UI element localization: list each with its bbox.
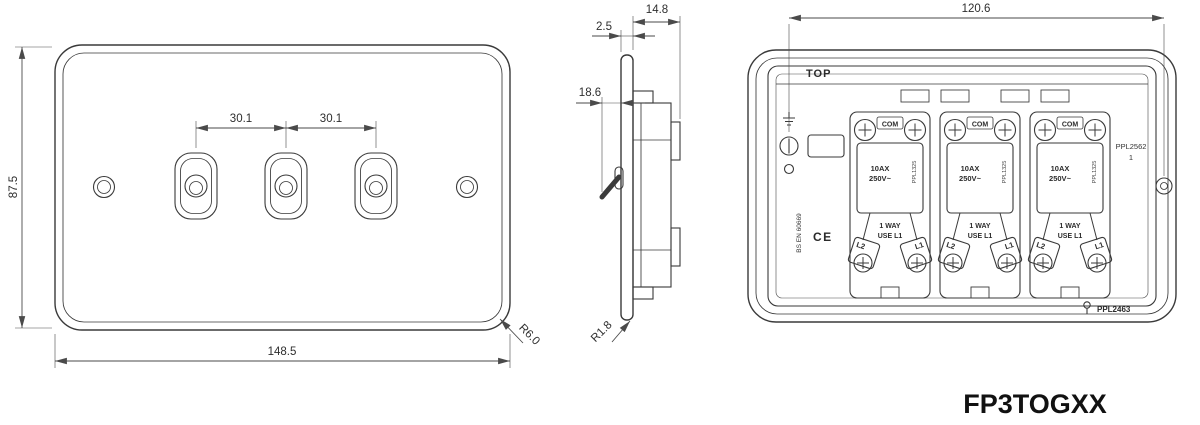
- terminal-l2-label: L2: [1035, 240, 1046, 251]
- terminal-l2-label: L2: [855, 240, 866, 251]
- mounting-slots: [900, 89, 1070, 103]
- earth-terminal-screw: [779, 136, 799, 156]
- side-view: 14.8 2.5 18.6 R1.8: [576, 4, 681, 345]
- part-code-label: PPL2562: [1116, 142, 1147, 151]
- switch-mechanism-3: [1027, 111, 1113, 299]
- mechanism-profile: [632, 90, 681, 300]
- dim-plate-height: 87.5: [8, 46, 52, 329]
- dim-fixing-centres: 120.6: [788, 3, 1165, 176]
- faceplate-outline: [54, 44, 511, 331]
- rating-line2: 250V~: [959, 174, 982, 183]
- front-view: 87.5 30.1 30.1 148.5 R6.0: [8, 44, 542, 368]
- terminal-l1-label: L1: [1094, 240, 1105, 251]
- rating-line2: 250V~: [869, 174, 892, 183]
- usage-line1: 1 WAY: [879, 223, 900, 230]
- toggle-switch-3: [354, 152, 398, 220]
- rear-plate-inner-edge: [755, 57, 1169, 315]
- usage-line1: 1 WAY: [1059, 223, 1080, 230]
- mech-code-label: PPL1325: [1002, 161, 1008, 184]
- usage-line2: USE L1: [878, 233, 903, 240]
- mech-code-label: PPL1325: [1092, 161, 1098, 184]
- top-orientation-label: TOP: [806, 68, 831, 80]
- mechanism-2-labels: COM 10AX 250V~ PPL1325 1 WAY USE L1 L2 L…: [945, 122, 1015, 252]
- terminal-l2-label: L2: [945, 240, 956, 251]
- fixing-screw-left: [92, 175, 116, 199]
- fixing-screw-right: [455, 175, 479, 199]
- frame-cutout-slot: [807, 134, 845, 158]
- standard-label: BS EN 60669: [796, 213, 803, 253]
- screw-symbol-icon: [1083, 301, 1091, 314]
- ce-mark: CE: [813, 230, 833, 244]
- dim-height-label: 87.5: [8, 176, 20, 198]
- dim-plate-thickness: 2.5: [592, 21, 655, 52]
- mech-code-label: PPL1325: [912, 161, 918, 184]
- com-label: COM: [882, 122, 899, 129]
- dim-fixing-centres-label: 120.6: [962, 3, 991, 15]
- assembly-code-label: PPL2463: [1097, 305, 1131, 314]
- dim-projection: 18.6: [576, 87, 645, 192]
- rating-line1: 10AX: [961, 164, 980, 173]
- product-code: FP3TOGXX: [963, 389, 1107, 419]
- dim-toggle-pitch: 30.1 30.1: [195, 113, 377, 148]
- com-label: COM: [1062, 122, 1079, 129]
- dim-pitch-left-label: 30.1: [230, 113, 252, 125]
- mechanism-3-labels: COM 10AX 250V~ PPL1325 1 WAY USE L1 L2 L…: [1035, 122, 1105, 252]
- usage-line1: 1 WAY: [969, 223, 990, 230]
- small-fixing-hole: [783, 163, 795, 175]
- com-label: COM: [972, 122, 989, 129]
- rating-line2: 250V~: [1049, 174, 1072, 183]
- dim-thickness-label: 2.5: [596, 21, 612, 33]
- usage-line2: USE L1: [968, 233, 993, 240]
- mechanism-1-labels: COM 10AX 250V~ PPL1325 1 WAY USE L1 L2 L…: [855, 122, 925, 252]
- dim-pitch-right-label: 30.1: [320, 113, 342, 125]
- right-fixing-hole: [1155, 177, 1173, 195]
- part-revision-label: 1: [1129, 153, 1133, 162]
- dim-depth: 14.8: [632, 4, 681, 119]
- rear-view: BS EN 60669 CE TOP PPL2562 1 PPL2463 120…: [747, 3, 1177, 323]
- toggle-switch-2: [264, 152, 308, 220]
- faceplate-inner-edge: [62, 52, 503, 323]
- dim-corner-radius: R6.0: [499, 318, 542, 348]
- toggle-switch-1: [174, 152, 218, 220]
- rear-plate-outline: [747, 49, 1177, 323]
- dim-width-label: 148.5: [268, 346, 297, 358]
- rating-line1: 10AX: [1051, 164, 1070, 173]
- dim-depth-label: 14.8: [646, 4, 668, 16]
- corner-radius-label: R6.0: [516, 322, 542, 348]
- edge-radius-label: R1.8: [589, 319, 615, 345]
- toggle-lever-profile: [599, 166, 624, 200]
- switch-mechanism-1: [847, 111, 933, 299]
- terminal-l1-label: L1: [914, 240, 925, 251]
- usage-line2: USE L1: [1058, 233, 1083, 240]
- switch-mechanism-2: [937, 111, 1023, 299]
- terminal-l1-label: L1: [1004, 240, 1015, 251]
- rating-line1: 10AX: [871, 164, 890, 173]
- dim-projection-label: 18.6: [579, 87, 601, 99]
- dim-edge-radius: R1.8: [589, 319, 631, 345]
- dim-plate-width: 148.5: [54, 334, 511, 368]
